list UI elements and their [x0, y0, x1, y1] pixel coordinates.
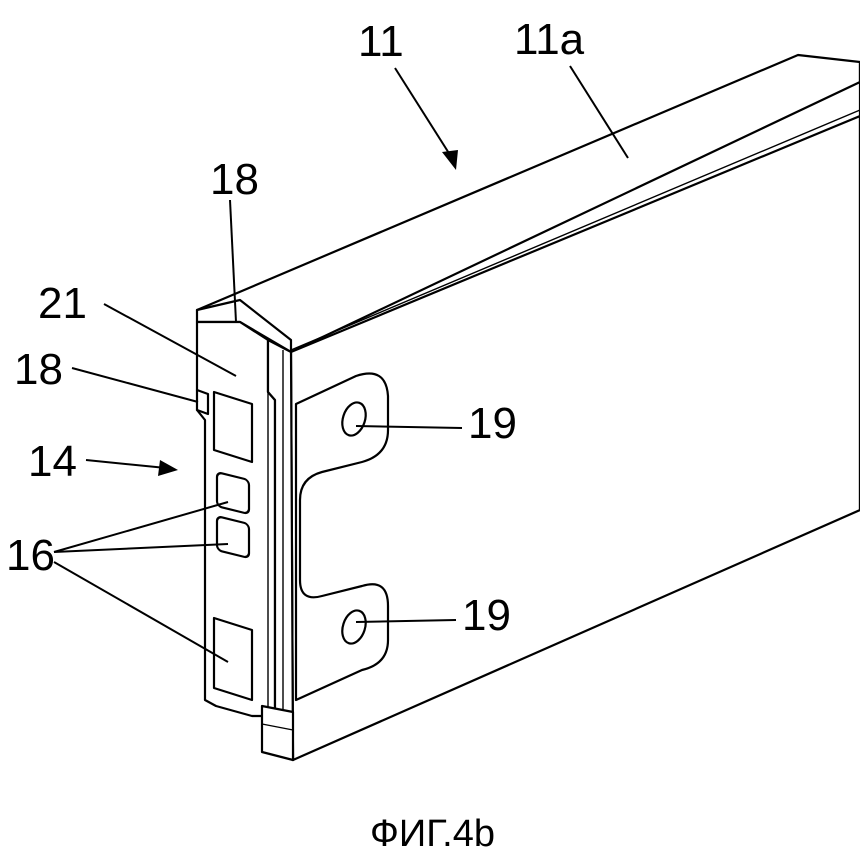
leader-18-side: [71, 367, 199, 403]
leader-19-lower: [355, 619, 457, 623]
label-21: 21: [38, 279, 87, 328]
leader-11: [394, 67, 453, 159]
bottom-cap-line: [261, 723, 294, 731]
label-18-side: 18: [14, 345, 63, 394]
upper-window: [212, 390, 254, 464]
leader-16-b: [53, 543, 229, 553]
leader-21: [103, 303, 237, 377]
leader-16-c: [53, 561, 229, 663]
front-fitting-14: [195, 298, 295, 762]
slot-16-upper: [215, 472, 251, 515]
leader-16-a: [53, 501, 229, 553]
label-14: 14: [28, 437, 77, 486]
panel-top-crease: [290, 109, 860, 351]
upper-mounting-hole-19: [341, 401, 367, 437]
side-notch-18: [195, 388, 210, 416]
reference-labels: 11 11a 18 21 18 14 16 19 19: [6, 15, 585, 640]
leader-14: [85, 459, 167, 469]
label-18-top: 18: [210, 155, 259, 204]
bottom-cap: [260, 704, 295, 762]
label-11: 11: [358, 17, 404, 66]
arrowhead-14: [158, 460, 178, 476]
figure-caption: ФИГ.4b: [370, 813, 495, 855]
label-16: 16: [6, 531, 55, 580]
lower-mounting-hole-19: [341, 609, 367, 645]
slot-16-lower: [215, 516, 251, 559]
label-19-upper: 19: [468, 399, 517, 448]
arrowhead-11: [442, 150, 458, 170]
leader-11a: [569, 65, 629, 159]
front-plate: [195, 320, 277, 718]
label-11a: 11a: [514, 15, 585, 64]
leader-18-top: [229, 199, 237, 323]
leader-19-upper: [355, 425, 463, 429]
leader-lines: [53, 65, 629, 663]
mounting-flange: [294, 372, 390, 702]
label-19-lower: 19: [462, 591, 511, 640]
lower-window: [212, 616, 254, 702]
